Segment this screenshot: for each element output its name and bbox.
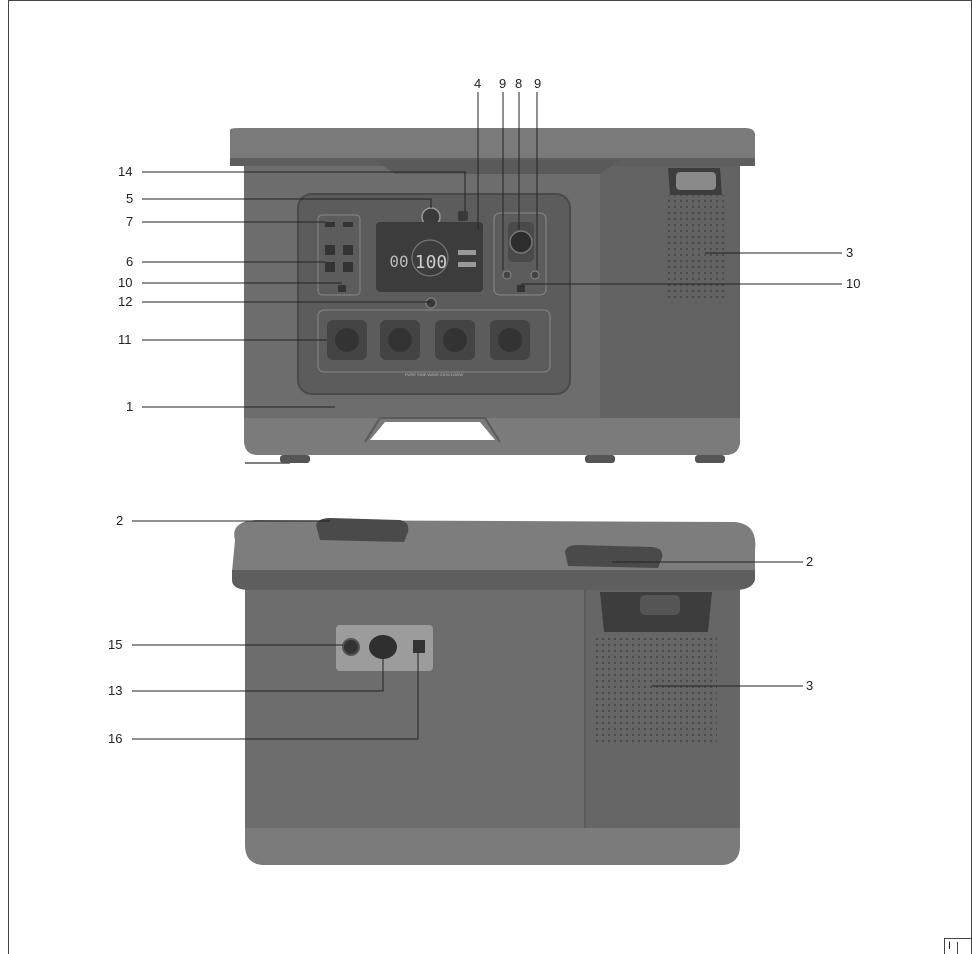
rear-view (232, 518, 756, 865)
display-battery-value: 100 (415, 252, 448, 273)
leader-lines (132, 92, 842, 740)
car-button (517, 285, 525, 292)
ac-outlet-1 (327, 320, 367, 360)
page-number-mark (957, 942, 958, 954)
front-top-cap (230, 128, 755, 166)
callout-4: 4 (474, 76, 482, 91)
usb-port-2 (343, 245, 353, 255)
callout-9-b: 9 (534, 76, 542, 91)
callout-3-bottom: 3 (806, 678, 814, 693)
front-view: POWER 00 100 PURE SINE WAVE (230, 128, 755, 464)
callout-2-right: 2 (806, 554, 814, 569)
usb-port-3 (325, 262, 335, 272)
lcd-display (376, 222, 483, 292)
front-foot-mid (585, 455, 615, 463)
car-socket (509, 230, 533, 254)
display-left-value: 00 (389, 252, 408, 271)
callout-10-left: 10 (118, 275, 133, 290)
callout-10-right: 10 (846, 276, 861, 291)
callout-2-left: 2 (116, 513, 124, 528)
callout-15: 15 (108, 637, 123, 652)
rear-side-grille (592, 638, 717, 743)
front-foot-left (280, 455, 310, 463)
front-side-grille (665, 195, 725, 300)
power-switch (413, 640, 425, 653)
ac-outlet-label: PURE SINE WAVE 230V/1200W (405, 372, 463, 377)
light-button (458, 211, 468, 221)
callout-14: 14 (118, 164, 133, 179)
ac-outlet-section (317, 309, 551, 373)
callout-3-top: 3 (846, 245, 854, 260)
front-foot-right (695, 455, 725, 463)
callout-9-a: 9 (499, 76, 507, 91)
callout-11: 11 (118, 332, 132, 347)
callout-16: 16 (108, 731, 123, 746)
car-socket-section (493, 212, 547, 296)
page-number-box (944, 938, 972, 954)
dc-output-section (317, 214, 361, 296)
usb-port-4 (343, 262, 353, 272)
ac-button (425, 297, 437, 309)
dc5521-port-left (502, 270, 512, 280)
ac-outlet-2 (380, 320, 420, 360)
callout-5: 5 (126, 191, 134, 206)
dc-button (338, 285, 346, 292)
dc5521-port-right (530, 270, 540, 280)
top-handle-right (565, 545, 663, 568)
callout-8: 8 (515, 76, 523, 91)
fuse-holder (342, 638, 360, 656)
page-marker: I (948, 940, 952, 952)
callout-12: 12 (118, 294, 133, 309)
ac-outlet-3 (435, 320, 475, 360)
callout-1: 1 (126, 399, 134, 414)
top-handle-left (316, 518, 409, 542)
ac-charging-input (369, 635, 397, 659)
callout-13: 13 (108, 683, 123, 698)
callout-7: 7 (126, 214, 134, 229)
ac-outlet-4 (490, 320, 530, 360)
usb-port-1 (325, 245, 335, 255)
callout-6: 6 (126, 254, 134, 269)
